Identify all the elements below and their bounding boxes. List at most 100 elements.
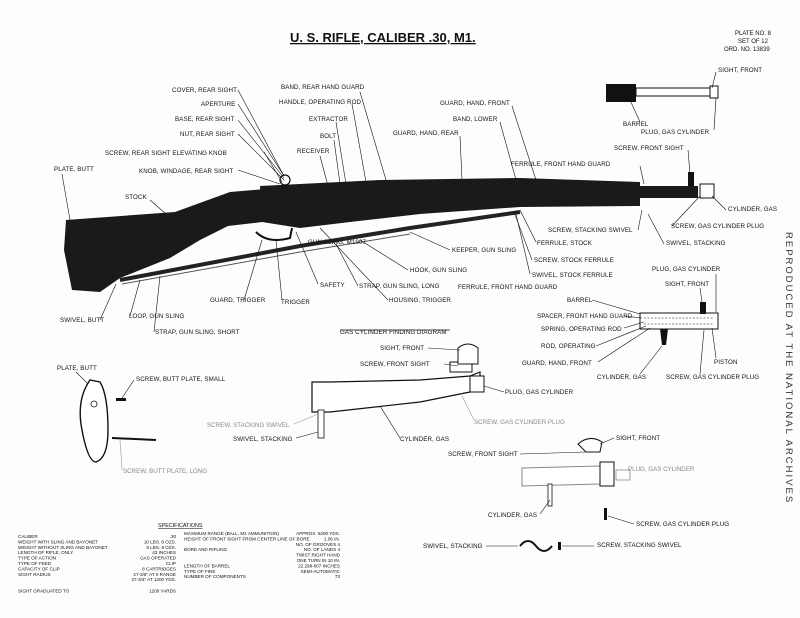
label-screw-gas-cyl-plug: SCREW, GAS CYLINDER PLUG	[671, 223, 764, 230]
spec-left-value: 8 CARTRIDGES	[142, 566, 176, 571]
label-screw-butt-plate-long: SCREW, BUTT PLATE, LONG	[123, 468, 207, 475]
spec-right-value: 1.06 IN.	[324, 536, 340, 541]
label-guard-trigger: GUARD, TRIGGER	[210, 297, 266, 304]
label-screw-butt-plate-small: SCREW, BUTT PLATE, SMALL	[136, 376, 226, 383]
label-plate-butt-2: PLATE, BUTT	[57, 365, 97, 372]
gas-assembly-right	[639, 302, 719, 345]
label-ferrule-stock: FERRULE, STOCK	[537, 240, 593, 247]
label-swivel-butt: SWIVEL, BUTT	[60, 317, 104, 324]
label-screw-stacking-swivel-mid: SCREW, STACKING SWIVEL	[207, 422, 290, 429]
label-swivel-stock-ferrule: SWIVEL, STOCK FERRULE	[532, 272, 613, 279]
spec-right-label: NUMBER OF COMPONENTS	[184, 574, 246, 579]
label-sight-front-mid: SIGHT, FRONT	[380, 345, 424, 352]
rear-sight-shape	[279, 174, 291, 186]
spec-left-label: SIGHT RADIUS	[18, 572, 51, 577]
label-band-rear-hand-guard: BAND, REAR HAND GUARD	[281, 84, 365, 91]
rifle-main	[64, 172, 715, 292]
label-strap-gun-sling-long: STRAP, GUN SLING, LONG	[359, 283, 440, 290]
spec-right-value: 73	[335, 574, 341, 579]
trigger-guard-shape	[255, 227, 293, 241]
label-guard-hand-front-r: GUARD, HAND, FRONT	[522, 360, 592, 367]
spec-left-value: 9 LBS. 8 OZS.	[146, 545, 176, 550]
label-plug-gas-cylinder-mid: PLUG, GAS CYLINDER	[505, 389, 574, 396]
label-plug-gas-cyl-top: PLUG, GAS CYLINDER	[641, 129, 710, 136]
spec-left-value: 27-3/8" AT 0 RANGE	[133, 572, 176, 577]
label-receiver: RECEIVER	[297, 148, 330, 155]
butt-plate-detail	[79, 379, 157, 463]
spec-left-value: 10 LBS. 8 OZS.	[144, 539, 176, 544]
barrel-shape	[636, 186, 698, 198]
spec-left-value: 27-3/4" AT 1200 YDS.	[131, 577, 176, 582]
specs-heading: SPECIFICATIONS	[158, 523, 203, 529]
receiver-shape	[260, 178, 640, 228]
label-safety: SAFETY	[320, 282, 345, 289]
gas-finding-diagram	[311, 329, 485, 439]
label-spring-op-rod: SPRING, OPERATING ROD	[541, 326, 622, 333]
sling-shape	[119, 210, 521, 282]
label-handle-op-rod: HANDLE, OPERATING ROD	[279, 99, 362, 106]
spec-left-value: GAS OPERATED	[140, 556, 177, 561]
label-strap-gun-sling-short: STRAP, GUN SLING, SHORT	[155, 329, 240, 336]
lower-right-parts	[519, 438, 631, 552]
archive-stamp: REPRODUCED AT THE NATIONAL ARCHIVES	[783, 232, 794, 504]
label-sight-front-top: SIGHT, FRONT	[718, 67, 762, 74]
label-ferrule-front-hand-guard: FERRULE, FRONT HAND GUARD	[511, 161, 611, 168]
plate-set: SET OF 12	[738, 39, 769, 45]
label-plug-gas-cylinder-r: PLUG, GAS CYLINDER	[652, 266, 721, 273]
label-rod-operating: ROD, OPERATING	[541, 343, 596, 350]
label-cover-rear-sight: COVER, REAR SIGHT	[172, 87, 237, 94]
label-swivel-stacking: SWIVEL, STACKING	[666, 240, 726, 247]
label-hook-gun-sling: HOOK, GUN SLING	[410, 267, 467, 274]
spec-right-value: NO. OF GROOVES 4	[296, 542, 341, 547]
label-aperture: APERTURE	[201, 101, 235, 108]
label-extractor: EXTRACTOR	[309, 116, 348, 123]
label-knob-windage: KNOB, WINDAGE, REAR SIGHT	[139, 168, 233, 175]
label-barrel-top: BARREL	[623, 121, 649, 128]
label-cylinder-gas-r: CYLINDER, GAS	[597, 374, 646, 381]
label-guard-hand-front: GUARD, HAND, FRONT	[440, 100, 510, 107]
label-gun-sling: GUN SLING, M1907	[308, 239, 366, 246]
label-ferrule-front-hand-guard-2: FERRULE, FRONT HAND GUARD	[458, 284, 558, 291]
label-guard-hand-rear: GUARD, HAND, REAR	[393, 130, 459, 137]
spec-left-label: WEIGHT WITHOUT SLING AND BAYONET	[18, 545, 108, 550]
label-screw-elev-knob: SCREW, REAR SIGHT ELEVATING KNOB	[105, 150, 227, 157]
spec-left-value: 1200 YARDS	[149, 589, 176, 594]
label-screw-gas-cyl-plug-r: SCREW, GAS CYLINDER PLUG	[666, 374, 759, 381]
label-plug-gas-cylinder-lr: PLUG, GAS CYLINDER	[628, 466, 695, 473]
spec-right-value: APPROX. 5200 YDS.	[296, 531, 340, 536]
spec-right-label: BORE AND RIFLING	[184, 547, 228, 552]
label-plate-butt: PLATE, BUTT	[54, 166, 94, 173]
label-cylinder-gas-lr: CYLINDER, GAS	[488, 512, 537, 519]
label-loop-gun-sling: LOOP, GUN SLING	[129, 313, 184, 320]
label-cylinder-gas-mid: CYLINDER, GAS	[400, 436, 449, 443]
label-bolt: BOLT	[320, 133, 336, 140]
gas-cylinder-shape	[699, 183, 715, 199]
spec-left-label: LENGTH OF RIFLE, ONLY	[18, 550, 73, 555]
label-screw-stacking-swivel-lr: SCREW, STACKING SWIVEL	[597, 542, 682, 549]
label-stock: STOCK	[125, 194, 147, 201]
label-keeper-gun-sling: KEEPER, GUN SLING	[452, 247, 516, 254]
spec-right-value: SEMI-AUTOMATIC	[301, 569, 341, 574]
label-cylinder-gas: CYLINDER, GAS	[728, 206, 777, 213]
spec-right-value: TWIST RIGHT HAND	[296, 553, 341, 558]
plate-ord: ORD. NO. 13839	[724, 47, 770, 53]
label-sight-front-lr: SIGHT, FRONT	[616, 435, 660, 442]
spec-left-label: TYPE OF ACTION	[18, 556, 56, 561]
spec-left-label: TYPE OF FEED	[18, 561, 52, 566]
plate-number: PLATE NO. 8	[735, 31, 772, 37]
label-screw-gas-cyl-plug-mid: SCREW, GAS CYLINDER PLUG	[474, 419, 565, 426]
label-swivel-stacking-mid: SWIVEL, STACKING	[233, 436, 293, 443]
label-spacer: SPACER, FRONT HAND GUARD	[537, 313, 633, 320]
spec-right-label: LENGTH OF BARREL	[184, 563, 230, 568]
specs-right-column: MAXIMUM RANGE (BALL, M1 AMMUNITION)APPRO…	[184, 531, 341, 579]
spec-left-value: CLIP	[166, 561, 176, 566]
label-screw-gas-cyl-plug-lr: SCREW, GAS CYLINDER PLUG	[636, 521, 729, 528]
spec-left-label: CALIBER	[18, 534, 38, 539]
label-base-rear-sight: BASE, REAR SIGHT	[175, 116, 234, 123]
label-gas-diagram-title: GAS CYLINDER FINDING DIAGRAM	[340, 329, 447, 336]
label-barrel-r: BARREL	[567, 297, 593, 304]
spec-right-value: 22.298-007 INCHES	[298, 563, 340, 568]
